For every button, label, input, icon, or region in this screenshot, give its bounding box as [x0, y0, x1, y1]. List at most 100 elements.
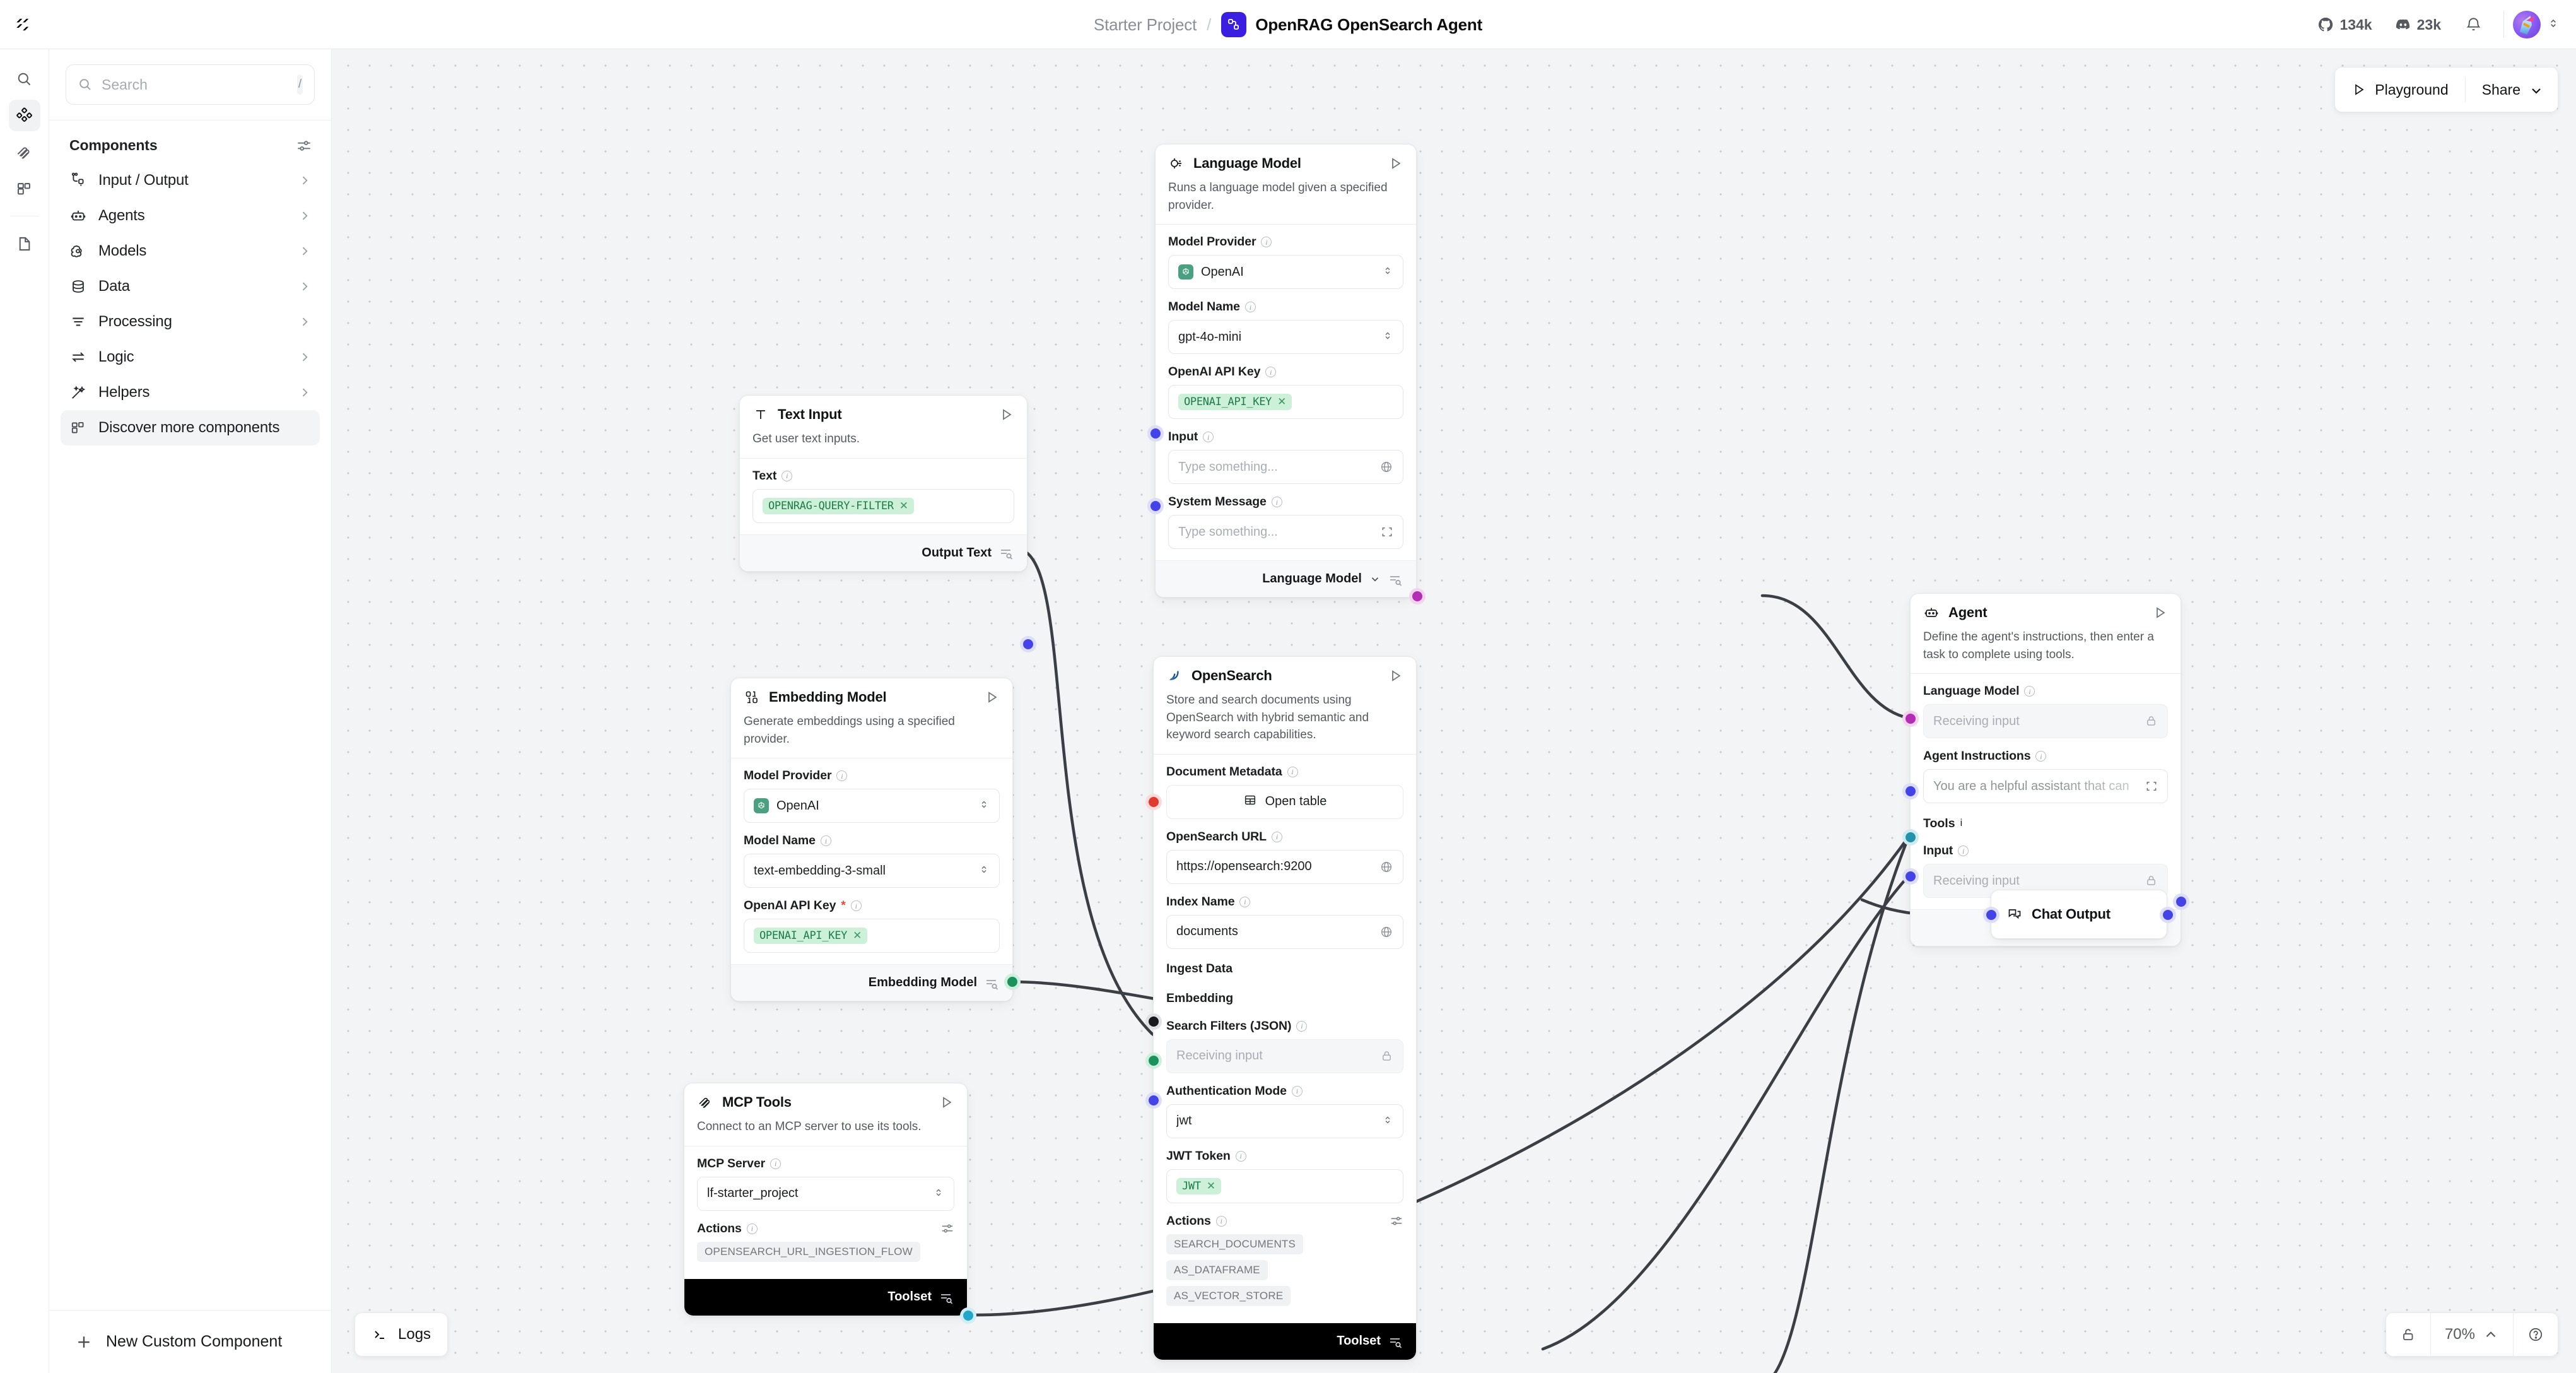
new-custom-component-button[interactable]: New Custom Component — [49, 1310, 331, 1373]
info-icon[interactable]: i — [850, 900, 862, 912]
info-icon[interactable]: i — [1239, 896, 1251, 907]
port-language-model[interactable] — [1902, 710, 1919, 727]
globe-icon[interactable] — [1379, 925, 1393, 939]
info-icon[interactable]: i — [1244, 302, 1256, 313]
variable-chip[interactable]: OPENAI_API_KEY ✕ — [754, 928, 868, 945]
discord-members[interactable]: 23k — [2384, 16, 2452, 33]
model-provider-select[interactable]: OpenAI — [1168, 255, 1403, 290]
info-icon[interactable]: i — [2024, 686, 2035, 697]
api-key-field[interactable]: OPENAI_API_KEY ✕ — [1168, 385, 1403, 420]
variable-chip[interactable]: OPENRAG-QUERY-FILTER ✕ — [763, 497, 914, 514]
node-opensearch[interactable]: OpenSearch Store and search documents us… — [1145, 656, 1417, 1360]
index-name-field[interactable]: documents — [1166, 914, 1403, 949]
play-icon[interactable] — [939, 1095, 954, 1110]
info-icon[interactable]: i — [1261, 237, 1272, 248]
info-icon[interactable]: i — [1287, 766, 1298, 777]
port-tools[interactable] — [1902, 829, 1919, 846]
model-provider-select[interactable]: OpenAI — [744, 789, 1000, 823]
port-chat-output-right[interactable] — [2160, 907, 2176, 923]
rail-components-button[interactable] — [8, 100, 40, 131]
sidebar-item-data[interactable]: Data — [61, 269, 320, 304]
opensearch-url-field[interactable]: https://opensearch:9200 — [1166, 849, 1403, 884]
list-search-icon[interactable] — [1388, 572, 1403, 586]
expand-icon[interactable] — [1381, 526, 1393, 538]
port-system-message[interactable] — [1147, 498, 1164, 514]
chevron-down-icon[interactable] — [1369, 574, 1381, 585]
info-icon[interactable]: i — [1235, 1150, 1246, 1162]
account-menu-button[interactable] — [2547, 15, 2560, 35]
play-icon[interactable] — [1388, 668, 1403, 683]
sidebar-item-models[interactable]: Models — [61, 233, 320, 269]
rail-search-button[interactable] — [9, 63, 40, 95]
auth-mode-select[interactable]: jwt — [1166, 1104, 1403, 1138]
close-icon[interactable]: ✕ — [1206, 1179, 1215, 1192]
agent-instructions-field[interactable]: You are a helpful assistant that can — [1923, 769, 2168, 804]
info-icon[interactable]: i — [1203, 432, 1214, 443]
sidebar-item-helpers[interactable]: Helpers — [61, 375, 320, 410]
list-search-icon[interactable] — [999, 546, 1014, 560]
node-text-input[interactable]: Text Input Get user text inputs. Text i … — [739, 395, 1036, 652]
node-mcp-tools[interactable]: MCP Tools Connect to an MCP server to us… — [684, 1083, 976, 1324]
port-toolset-output[interactable] — [960, 1307, 976, 1324]
sidebar-item-logic[interactable]: Logic — [61, 339, 320, 375]
info-icon[interactable]: i — [770, 1158, 782, 1169]
open-table-button[interactable]: Open table — [1166, 784, 1403, 819]
api-key-field[interactable]: OPENAI_API_KEY ✕ — [744, 919, 1000, 953]
expand-icon[interactable] — [2145, 780, 2158, 793]
info-icon[interactable]: i — [746, 1223, 758, 1234]
port-agent-instructions[interactable] — [1902, 783, 1919, 799]
sidebar-item-agents[interactable]: Agents — [61, 198, 320, 233]
port-input[interactable] — [1147, 425, 1164, 442]
model-name-select[interactable]: text-embedding-3-small — [744, 854, 1000, 888]
avatar[interactable] — [2513, 11, 2541, 38]
info-icon[interactable]: i — [820, 835, 831, 847]
node-embedding-model[interactable]: Embedding Model Generate embeddings usin… — [730, 678, 1021, 1002]
search-input[interactable] — [102, 76, 288, 93]
sidebar-item-discover-more[interactable]: Discover more components — [61, 410, 320, 445]
logs-button[interactable]: Logs — [354, 1312, 448, 1357]
port-document-metadata[interactable] — [1145, 794, 1162, 810]
action-tag[interactable]: OPENSEARCH_URL_INGESTION_FLOW — [697, 1241, 920, 1262]
info-icon[interactable]: i — [1271, 831, 1282, 842]
zoom-level-button[interactable]: 70% — [2431, 1313, 2513, 1356]
text-input-field[interactable]: OPENRAG-QUERY-FILTER ✕ — [752, 488, 1014, 523]
variable-chip[interactable]: JWT ✕ — [1176, 1177, 1221, 1194]
variable-chip[interactable]: OPENAI_API_KEY ✕ — [1178, 394, 1292, 411]
globe-icon[interactable] — [1379, 860, 1393, 874]
port-embedding-model-output[interactable] — [1004, 974, 1021, 990]
port-output-text[interactable] — [1020, 636, 1036, 652]
help-button[interactable] — [2514, 1313, 2558, 1356]
sliders-icon[interactable] — [296, 138, 312, 154]
info-icon[interactable]: i — [1958, 846, 1969, 857]
info-icon[interactable]: i — [1296, 1020, 1308, 1032]
port-search-filters[interactable] — [1145, 1092, 1162, 1109]
play-icon[interactable] — [1388, 156, 1403, 171]
info-icon[interactable]: i — [1960, 818, 1963, 829]
app-logo[interactable] — [0, 0, 49, 49]
close-icon[interactable]: ✕ — [853, 929, 862, 942]
node-language-model[interactable]: Language Model Runs a language model giv… — [1147, 144, 1426, 604]
info-icon[interactable]: i — [2035, 751, 2047, 762]
port-response-output[interactable] — [2173, 893, 2189, 910]
info-icon[interactable]: i — [1265, 367, 1277, 378]
jwt-token-field[interactable]: JWT ✕ — [1166, 1169, 1403, 1203]
port-embedding[interactable] — [1145, 1052, 1162, 1069]
list-search-icon[interactable] — [939, 1290, 954, 1304]
lock-canvas-button[interactable] — [2386, 1313, 2430, 1356]
flow-canvas[interactable]: Text Input Get user text inputs. Text i … — [332, 49, 2576, 1373]
input-field[interactable]: Type something... — [1168, 450, 1403, 485]
port-input[interactable] — [1902, 868, 1919, 885]
info-icon[interactable]: i — [782, 470, 793, 481]
info-icon[interactable]: i — [1271, 497, 1282, 508]
action-tag[interactable]: AS_VECTOR_STORE — [1166, 1285, 1291, 1306]
sidebar-item-input-output[interactable]: Input / Output — [61, 163, 320, 198]
node-chat-output[interactable]: Chat Output — [1983, 890, 2176, 939]
close-icon[interactable]: ✕ — [1277, 396, 1287, 408]
rail-files-button[interactable] — [9, 228, 40, 259]
breadcrumb-project[interactable]: Starter Project — [1093, 15, 1197, 34]
globe-icon[interactable] — [1379, 460, 1393, 474]
play-icon[interactable] — [2153, 605, 2168, 620]
sliders-icon[interactable] — [1390, 1214, 1403, 1228]
github-stars[interactable]: 134k — [2306, 16, 2383, 33]
close-icon[interactable]: ✕ — [899, 499, 908, 512]
